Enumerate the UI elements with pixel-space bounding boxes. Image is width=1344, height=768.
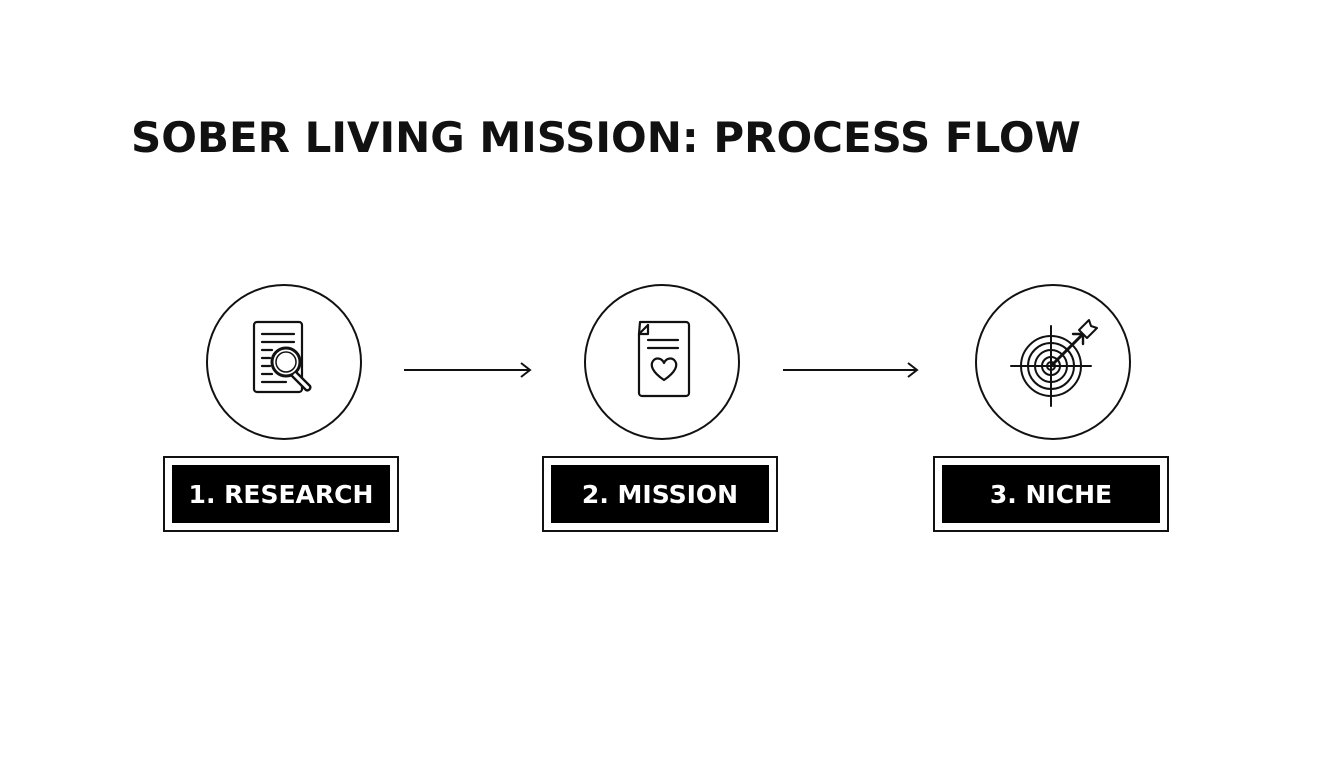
flow-arrow-2 [782, 360, 920, 380]
arrow-right-icon [404, 362, 532, 378]
flow-arrow-1 [403, 360, 533, 380]
page-title: SOBER LIVING MISSION: PROCESS FLOW [131, 113, 1081, 162]
target-arrow-icon [1010, 319, 1098, 407]
research-step-label: 1. RESEARCH [172, 465, 390, 523]
arrow-right-icon [783, 362, 919, 378]
research-step-icon-circle [206, 284, 362, 440]
document-heart-icon [637, 320, 691, 398]
mission-step-label: 2. MISSION [551, 465, 769, 523]
niche-step-icon-circle [975, 284, 1131, 440]
document-search-icon [252, 320, 312, 394]
mission-step-label-box: 2. MISSION [542, 456, 778, 532]
niche-step-label-box: 3. NICHE [933, 456, 1169, 532]
mission-step-icon-circle [584, 284, 740, 440]
niche-step-label: 3. NICHE [942, 465, 1160, 523]
research-step-label-box: 1. RESEARCH [163, 456, 399, 532]
